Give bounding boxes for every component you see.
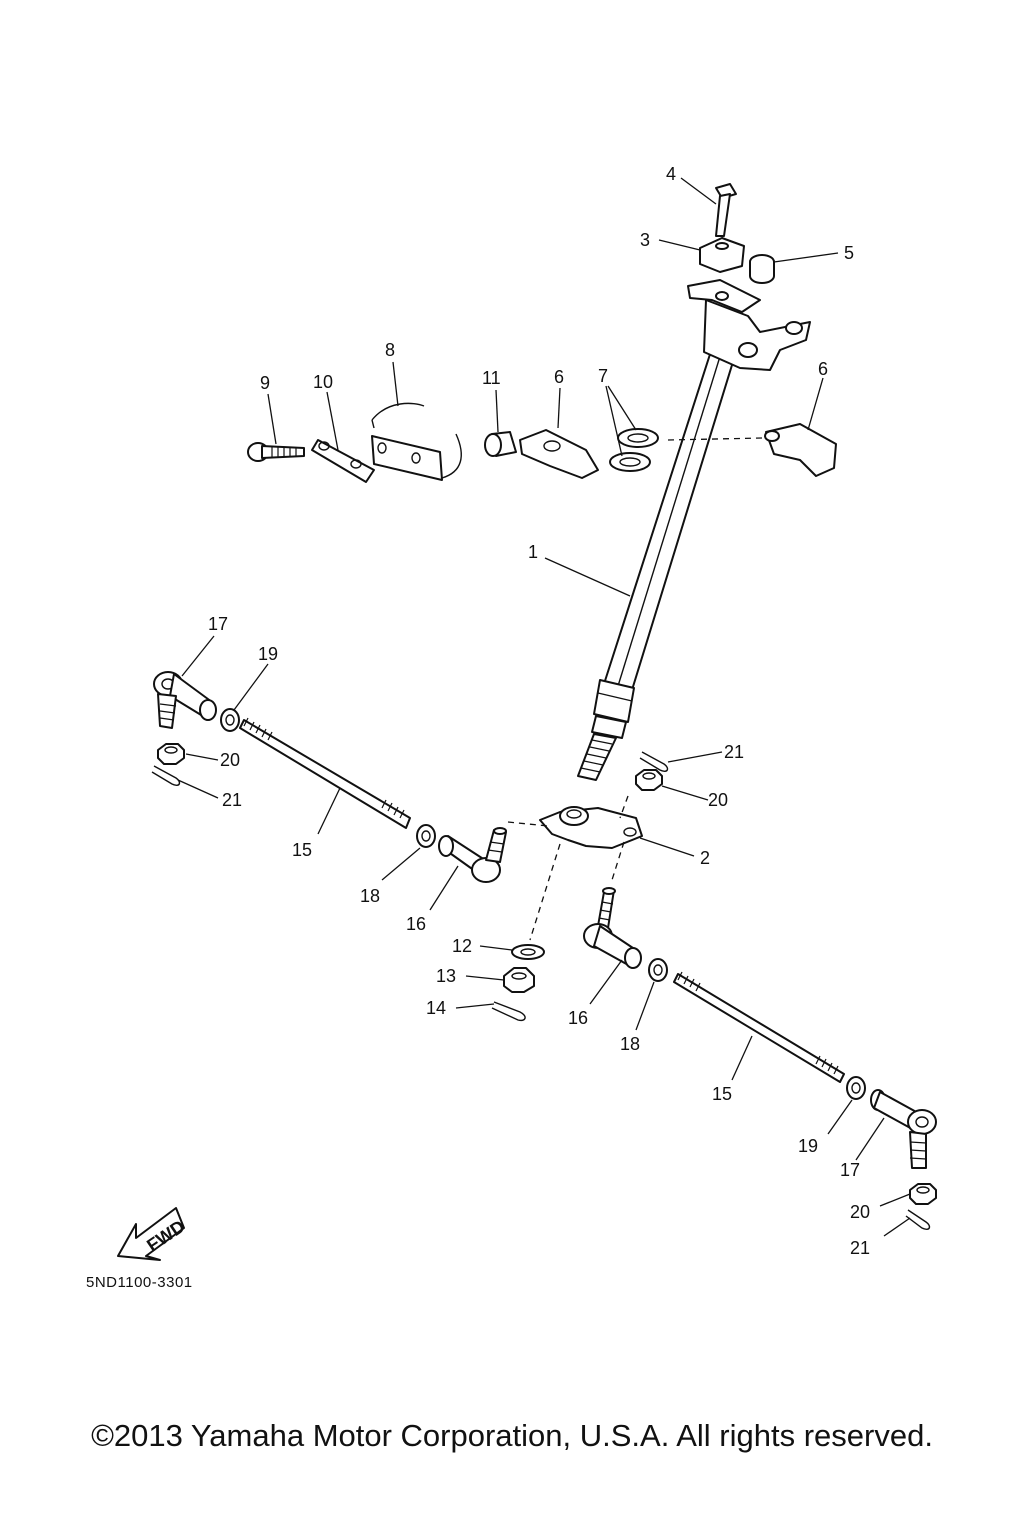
bearing-holder-part-6-right [764, 423, 837, 477]
nut-part-20-lower [909, 1183, 937, 1205]
cotter-pin-part-21-left [151, 765, 181, 787]
callout-9: 9 [260, 373, 270, 393]
clamp-block-part-3 [699, 237, 745, 273]
nut-part-20-left [157, 743, 185, 765]
callout-2: 2 [700, 848, 710, 868]
alignment-line-arm-down [529, 843, 561, 941]
washers-part-7 [609, 428, 659, 472]
nut-part-20-upper [635, 769, 663, 791]
alignment-line-upper [667, 437, 763, 441]
callout-6a: 6 [554, 367, 564, 387]
steering-shaft-part-1 [577, 347, 737, 781]
callout-19a: 19 [258, 644, 278, 664]
callout-13: 13 [436, 966, 456, 986]
tie-rod-part-15-right [673, 971, 845, 1083]
diagram-code: 5ND1100-3301 [86, 1274, 193, 1291]
callout-1: 1 [528, 542, 538, 562]
cotter-pin-part-14 [491, 1001, 526, 1022]
callout-3: 3 [640, 230, 650, 250]
callout-14: 14 [426, 998, 446, 1018]
callout-21c: 21 [850, 1238, 870, 1258]
callout-15a: 15 [292, 840, 312, 860]
callout-10: 10 [313, 372, 333, 392]
callout-4: 4 [666, 164, 676, 184]
callout-19b: 19 [798, 1136, 818, 1156]
cotter-pin-part-21-upper [639, 751, 669, 773]
callout-8: 8 [385, 340, 395, 360]
nut-part-18-right [648, 958, 668, 982]
callout-16a: 16 [406, 914, 426, 934]
nut-part-19-right [846, 1076, 866, 1100]
callout-18a: 18 [360, 886, 380, 906]
tie-rod-end-part-17-left [153, 671, 217, 729]
alignment-line-arm-up [619, 795, 629, 819]
callout-20b: 20 [708, 790, 728, 810]
tie-rod-end-part-17-right [870, 1089, 937, 1169]
callout-11: 11 [482, 368, 501, 388]
callout-17a: 17 [208, 614, 228, 634]
fwd-arrow-icon: FWD [117, 1207, 188, 1261]
pitman-arm-part-2 [539, 806, 643, 849]
bearing-holder-part-6-left [519, 429, 599, 479]
leader-lines [177, 177, 911, 1237]
bracket-part-8 [371, 402, 462, 481]
tie-rod-end-part-16-right [583, 887, 642, 969]
callout-17b: 17 [840, 1160, 860, 1180]
alignment-line-arm-right [611, 841, 625, 881]
callout-16b: 16 [568, 1008, 588, 1028]
tie-rod-end-part-16-left [438, 827, 507, 883]
nut-part-19-left [220, 708, 240, 732]
nut-part-18-left [416, 824, 436, 848]
callout-labels: 1 2 3 4 5 6 6 7 8 9 10 11 12 13 14 15 15… [208, 164, 870, 1258]
callout-20c: 20 [850, 1202, 870, 1222]
bushing-part-5 [749, 254, 775, 284]
bolt-part-4 [715, 183, 737, 237]
callout-20a: 20 [220, 750, 240, 770]
plate-part-10 [311, 439, 375, 483]
callout-18b: 18 [620, 1034, 640, 1054]
alignment-line-arm-left [507, 821, 549, 827]
nut-part-13 [503, 967, 535, 993]
callout-5: 5 [844, 243, 854, 263]
callout-15b: 15 [712, 1084, 732, 1104]
callout-21a: 21 [222, 790, 242, 810]
copyright-notice: ©2013 Yamaha Motor Corporation, U.S.A. A… [91, 1418, 933, 1453]
callout-7: 7 [598, 366, 608, 386]
tie-rod-part-15-left [239, 717, 411, 829]
callout-6b: 6 [818, 359, 828, 379]
steering-column-bracket [687, 279, 811, 371]
bolt-part-9 [247, 442, 305, 462]
collar-part-11 [484, 431, 517, 457]
callout-12: 12 [452, 936, 472, 956]
washer-part-12 [511, 944, 545, 960]
callout-21b: 21 [724, 742, 744, 762]
cotter-pin-part-21-lower [905, 1209, 931, 1231]
